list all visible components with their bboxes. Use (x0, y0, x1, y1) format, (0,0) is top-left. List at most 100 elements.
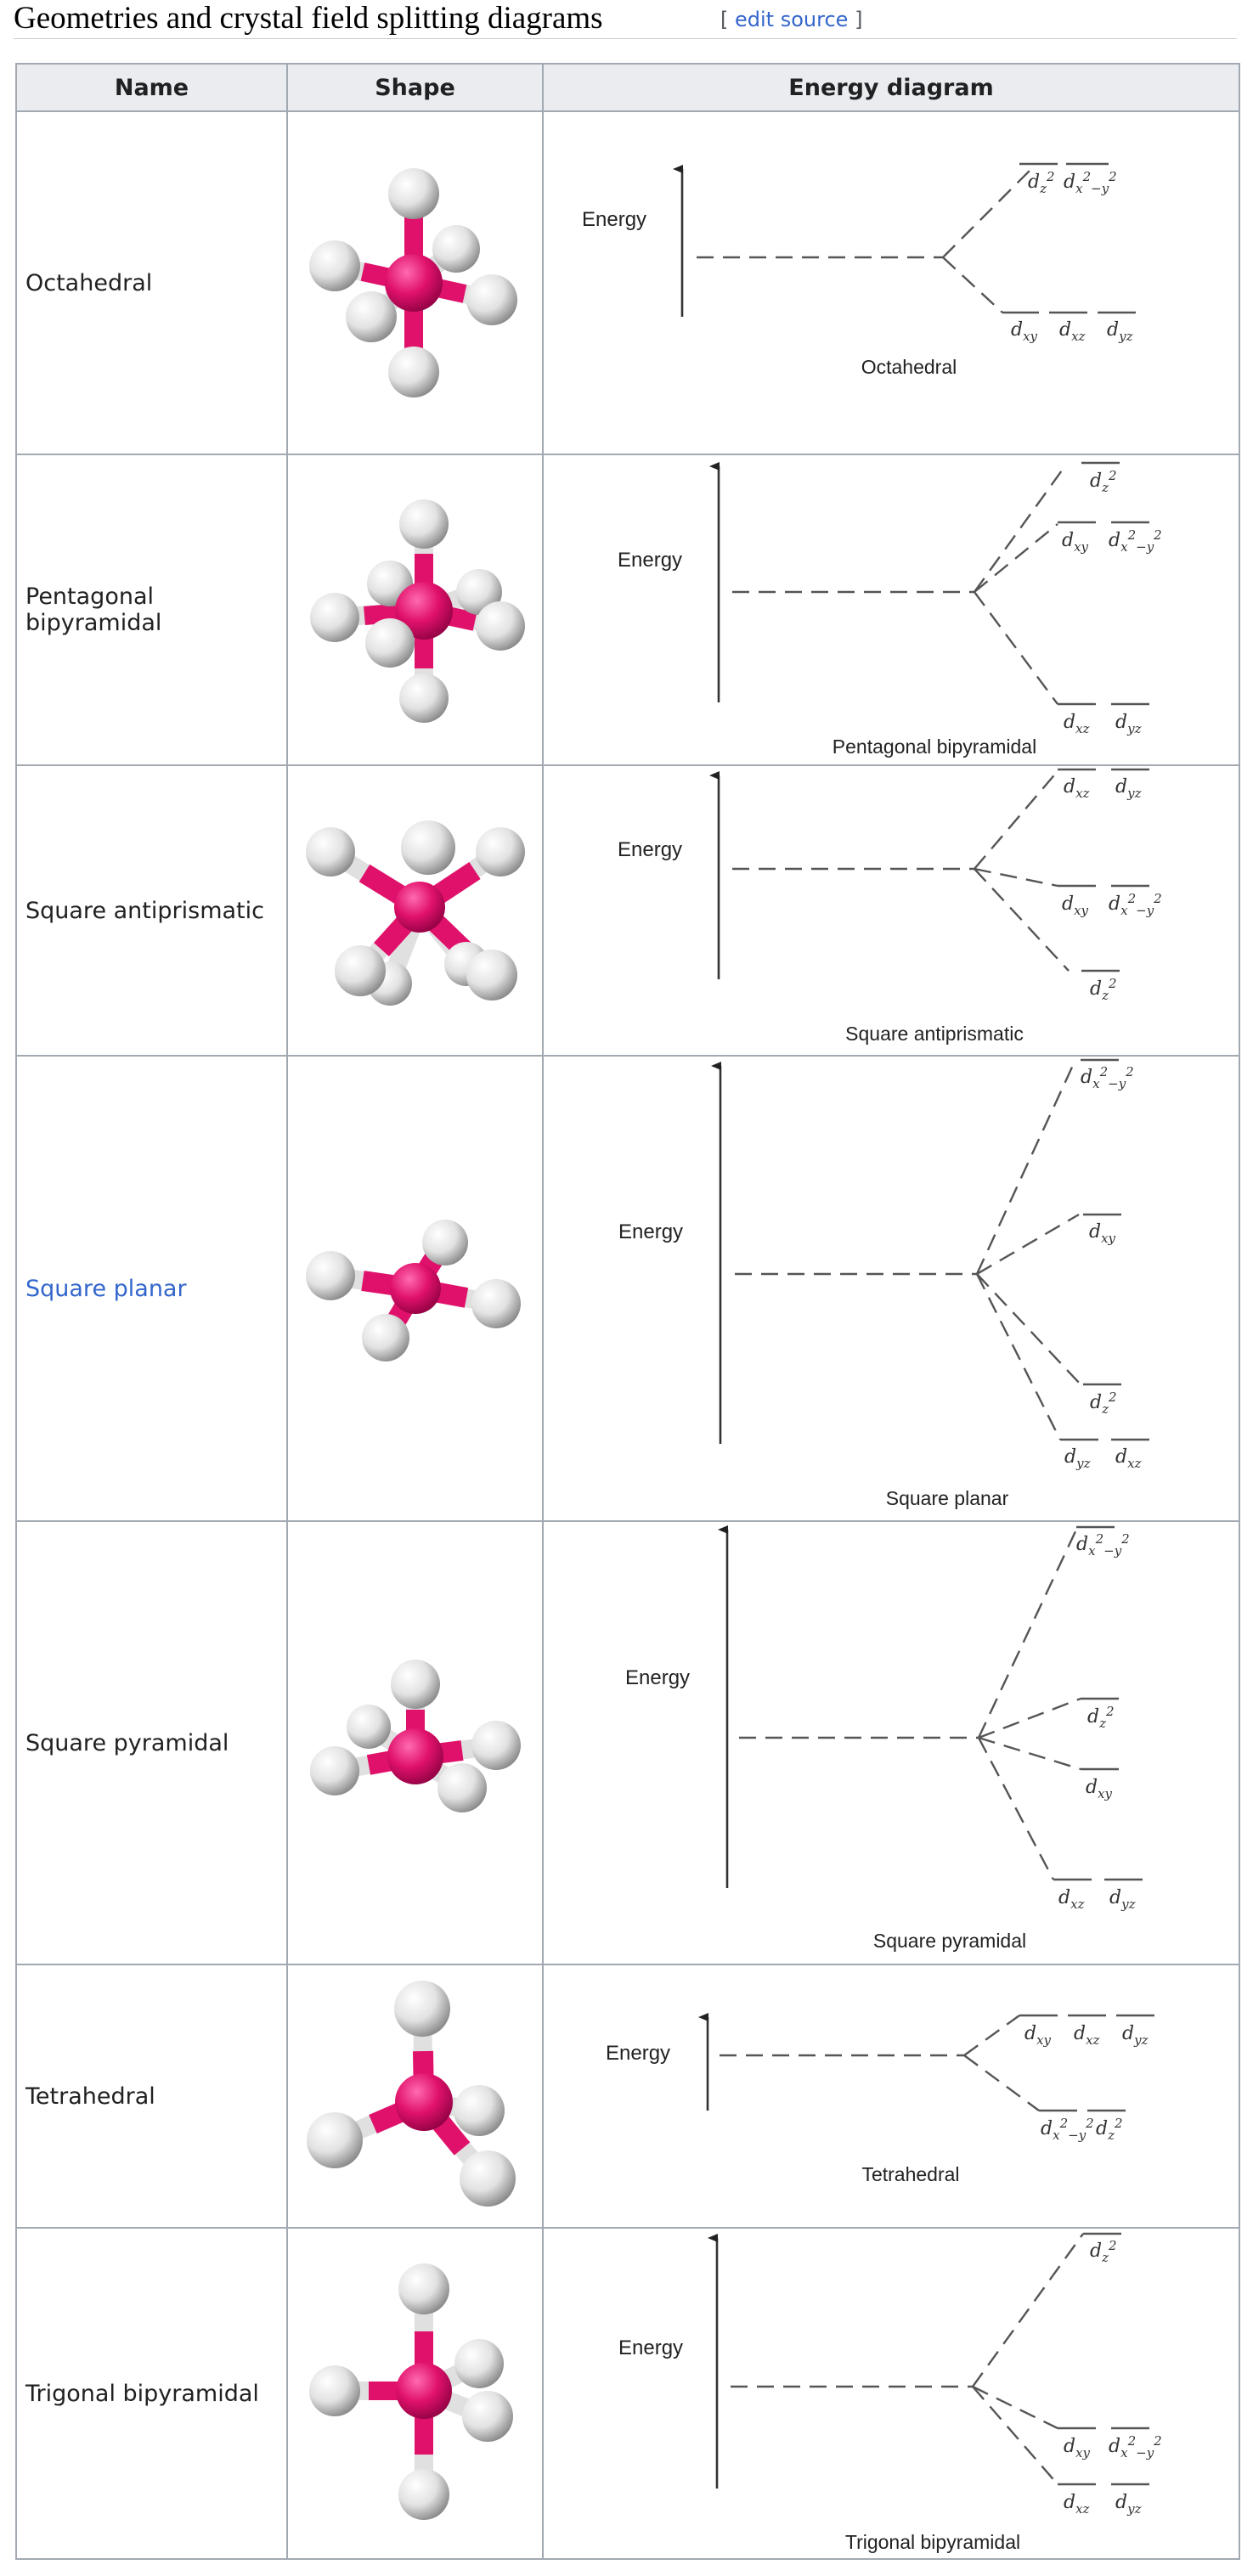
energy-axis-label: Energy (582, 208, 646, 231)
energy-diagram-cell: Energy dz2 dxy dx2−y2 dxz dyz (542, 2227, 1240, 2560)
orbital-label-dxz: dxz (1064, 2492, 1090, 2517)
energy-diagram-cell: Energy dz2 dxy dx2−y2 dxz dyz (542, 454, 1240, 766)
ligand-atom (476, 827, 525, 877)
geometry-table: Name Shape Energy diagram Octahedral (15, 63, 1240, 2560)
orbital-label-dz2: dz2 (1028, 169, 1055, 196)
diagram-caption: Pentagonal bipyramidal (833, 736, 1036, 758)
octahedral-energy-diagram: Energy dz2 dx2−y2 dxy dxz dyz Octahedral (582, 162, 1136, 378)
square-planar-molecule-image (306, 1220, 521, 1361)
orbital-label-dxy: dxy (1062, 530, 1089, 555)
split-line (978, 1736, 1081, 1771)
metal-atom (395, 582, 453, 640)
table-row: Square planar (15, 1055, 1240, 1522)
square-pyramidal-energy-diagram: Energy dx2−y2 dz2 dxy dxz dyz (625, 1525, 1143, 1952)
row-name-pentagonal-bipyramidal: Pentagonal bipyramidal (15, 454, 288, 766)
diagram-caption: Square planar (886, 1487, 1009, 1509)
diagram-caption: Octahedral (861, 356, 957, 378)
split-line (942, 163, 1037, 258)
trigonal-bipyramidal-energy-diagram: Energy dz2 dxy dx2−y2 dxz dyz (618, 2232, 1162, 2553)
ligand-atom (432, 225, 480, 273)
ligand-atom (310, 1746, 359, 1795)
orbital-label-dyz: dyz (1115, 2492, 1142, 2517)
col-header-shape: Shape (286, 63, 544, 112)
orbital-label-dxz: dxz (1115, 1446, 1142, 1471)
ligand-atom (391, 1660, 440, 1709)
col-header-energy-diagram: Energy diagram (542, 63, 1240, 112)
orbital-label-dyz: dyz (1109, 1887, 1136, 1912)
ligand-atom (362, 1314, 409, 1361)
ligand-atom (309, 240, 360, 291)
table-row: Trigonal bipyramidal (15, 2227, 1240, 2560)
split-line (975, 1273, 1062, 1440)
orbital-label-dz2: dz2 (1090, 1389, 1117, 1417)
ligand-atom (401, 820, 455, 875)
ligand-atom (454, 2339, 504, 2388)
orbital-label-dxy: dxy (1011, 319, 1038, 344)
edit-source-link[interactable]: edit source (735, 8, 849, 31)
square-planar-link[interactable]: Square planar (25, 1275, 187, 1302)
square-pyramidal-molecule-image (310, 1660, 521, 1812)
ligand-atom (307, 2112, 363, 2168)
orbital-label-dxy: dxy (1024, 2023, 1052, 2048)
orbital-label-dx2-y2: dx2−y2 (1064, 169, 1117, 196)
orbital-label-dz2: dz2 (1087, 1704, 1115, 1731)
split-line (974, 868, 1070, 972)
tetrahedral-energy-diagram: Energy dxy dxz dyz dx2−y2 dz2 Tetrahedra… (606, 2013, 1154, 2185)
metal-atom (390, 1263, 441, 1314)
diagram-caption: Tetrahedral (861, 2163, 959, 2185)
octahedral-molecule-image (309, 168, 517, 397)
orbital-label-dx2-y2: dx2−y2 (1081, 1064, 1134, 1091)
split-line (963, 2055, 1040, 2111)
energy-axis-label: Energy (618, 838, 682, 861)
metal-atom (387, 1728, 443, 1784)
ligand-atom (388, 347, 439, 397)
orbital-label-dxy: dxy (1064, 2436, 1091, 2460)
ligand-atom (309, 2365, 360, 2416)
ligand-atom (422, 1220, 468, 1265)
energy-diagram-cell: Energy dz2 dx2−y2 dxy dxz dyz Octahedral (542, 110, 1240, 455)
split-line (963, 2015, 1020, 2056)
orbital-label-dx2-y2: dx2−y2 (1109, 2433, 1162, 2460)
shape-cell (286, 1055, 544, 1522)
shape-cell (286, 764, 544, 1057)
ligand-atom (347, 1705, 391, 1749)
shape-cell (286, 1520, 544, 1965)
row-name-trigonal-bipyramidal: Trigonal bipyramidal (15, 2227, 288, 2560)
split-line (974, 591, 1058, 705)
ligand-atom (310, 593, 359, 642)
metal-atom (396, 2363, 452, 2419)
tetrahedral-molecule-image (307, 1981, 516, 2207)
section-title: Geometries and crystal field splitting d… (14, 1, 603, 36)
square-antiprismatic-energy-diagram: Energy dxz dyz dxy dx2−y2 dz2 (618, 768, 1162, 1045)
orbital-label-dyz: dyz (1115, 712, 1142, 736)
orbital-label-dxz: dxz (1059, 319, 1086, 344)
orbital-label-dxy: dxy (1089, 1221, 1116, 1246)
split-line (974, 523, 1058, 593)
ligand-atom (466, 274, 517, 325)
ligand-atom (306, 1251, 355, 1300)
split-line (972, 2233, 1084, 2387)
ligand-atom (471, 1721, 521, 1770)
square-antiprismatic-molecule-image (306, 820, 525, 1006)
shape-cell (286, 1964, 544, 2229)
row-name-square-pyramidal: Square pyramidal (15, 1520, 288, 1965)
ligand-atom (476, 601, 525, 651)
energy-axis-label: Energy (618, 549, 682, 572)
table-row: Square antiprismatic (15, 764, 1240, 1057)
diagram-caption: Trigonal bipyramidal (845, 2531, 1020, 2553)
row-name-square-planar: Square planar (15, 1055, 288, 1522)
ligand-atom (394, 1981, 450, 2037)
split-line (975, 1061, 1076, 1275)
edit-section: [ edit source ] (720, 8, 863, 31)
ligand-atom (437, 1763, 487, 1812)
split-line (978, 1697, 1081, 1739)
metal-atom (385, 254, 443, 312)
shape-cell (286, 110, 544, 455)
orbital-label-dz2: dz2 (1090, 468, 1117, 495)
row-name-square-antiprismatic: Square antiprismatic (15, 764, 288, 1057)
orbital-label-dz2: dz2 (1096, 2116, 1123, 2143)
ligand-atom (399, 674, 449, 723)
split-line (974, 464, 1067, 593)
orbital-label-dxy: dxy (1062, 893, 1089, 918)
orbital-label-dx2-y2: dx2−y2 (1076, 1531, 1130, 1559)
